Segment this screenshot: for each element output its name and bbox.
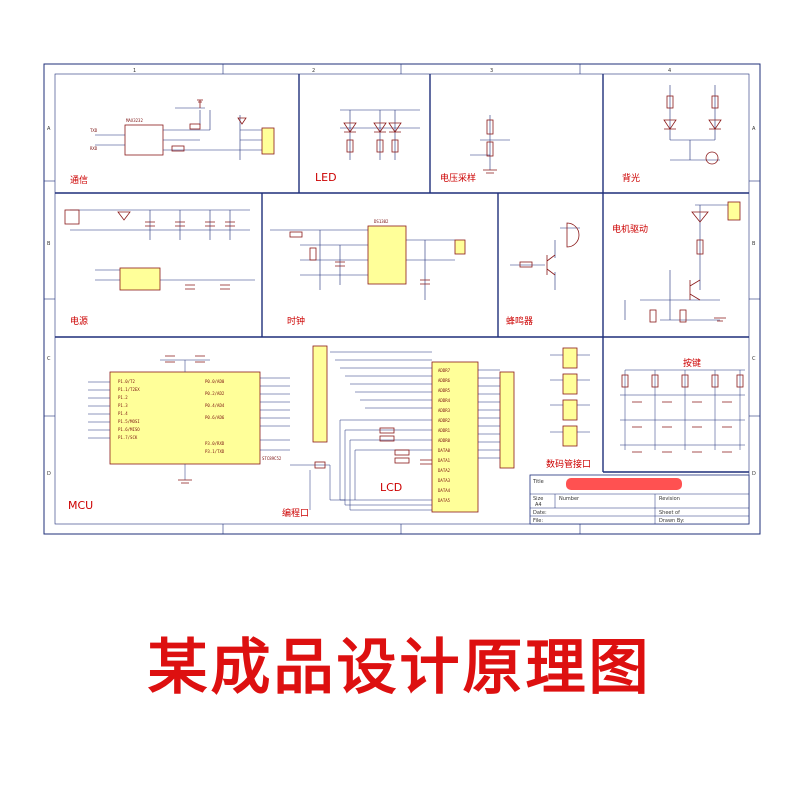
grid-ticks — [44, 64, 760, 534]
grid-side-b: B — [47, 241, 51, 247]
svg-text:ADDR3: ADDR3 — [438, 408, 451, 413]
tb-number-label: Number — [559, 496, 580, 502]
lcd-connector — [499, 371, 515, 469]
svg-text:DATA2: DATA2 — [438, 468, 451, 473]
block-buzzer: 蜂鸣器 — [506, 222, 580, 327]
digit-header-2 — [562, 373, 578, 395]
svg-text:P1.7/SCK: P1.7/SCK — [118, 435, 138, 440]
svg-text:RXD: RXD — [90, 146, 98, 151]
tb-date-label: Date: — [533, 510, 547, 516]
backlight-label: 背光 — [622, 172, 640, 184]
title-redaction — [566, 478, 682, 490]
svg-text:P0.4/AD4: P0.4/AD4 — [205, 403, 225, 408]
svg-text:ADDR7: ADDR7 — [438, 368, 451, 373]
grid-side-d-right: D — [752, 471, 756, 477]
tb-sheet-label: Sheet of — [659, 510, 680, 516]
digit-header-1 — [562, 347, 578, 369]
tb-size-value: A4 — [535, 502, 542, 508]
power-label: 电源 — [70, 315, 88, 327]
block-clock: DS1302 时钟 — [270, 219, 466, 327]
tb-file-label: File: — [533, 518, 543, 524]
svg-text:P1.1/T2EX: P1.1/T2EX — [118, 387, 140, 392]
buzzer-label: 蜂鸣器 — [506, 315, 533, 327]
svg-text:DATA1: DATA1 — [438, 458, 451, 463]
svg-text:P1.2: P1.2 — [118, 395, 128, 400]
block-motor: 电机驱动 — [612, 201, 741, 323]
svg-text:DATA0: DATA0 — [438, 448, 451, 453]
block-led: LED — [315, 109, 420, 184]
svg-text:P1.3: P1.3 — [118, 403, 128, 408]
svg-text:DATA4: DATA4 — [438, 488, 451, 493]
svg-text:ADDR4: ADDR4 — [438, 398, 451, 403]
program-port-label: 编程口 — [282, 507, 309, 519]
comm-label: 通信 — [70, 174, 88, 186]
svg-text:ADDR5: ADDR5 — [438, 388, 451, 393]
svg-text:MAX3232: MAX3232 — [126, 118, 143, 123]
svg-text:P1.0/T2: P1.0/T2 — [118, 379, 135, 384]
block-comm: MAX3232 TXD RXD 通信 — [70, 99, 275, 186]
grid-side-a: A — [47, 126, 51, 132]
digit-port-label: 数码管接口 — [546, 458, 591, 470]
clock-battery — [454, 239, 466, 255]
svg-text:P3.1/TXD: P3.1/TXD — [205, 449, 225, 454]
block-backlight: 背光 — [622, 85, 722, 184]
voltage-label: 电压采样 — [440, 172, 476, 184]
block-power: 电源 — [64, 209, 255, 327]
digit-header-4 — [562, 425, 578, 447]
caption-title: 某成品设计原理图 — [147, 633, 652, 703]
motor-label: 电机驱动 — [612, 223, 648, 235]
svg-text:P0.6/AD6: P0.6/AD6 — [205, 415, 225, 420]
svg-text:P1.5/MOSI: P1.5/MOSI — [118, 419, 140, 424]
svg-text:P1.4: P1.4 — [118, 411, 128, 416]
svg-text:ADDR2: ADDR2 — [438, 418, 451, 423]
svg-text:ADDR6: ADDR6 — [438, 378, 451, 383]
block-program-port: 编程口 — [282, 345, 345, 519]
grid-top-3: 3 — [490, 68, 493, 74]
svg-text:ADDR0: ADDR0 — [438, 438, 451, 443]
motor-connector — [727, 201, 741, 221]
lcd-chip — [431, 361, 479, 513]
svg-text:DATA3: DATA3 — [438, 478, 451, 483]
digit-header-3 — [562, 399, 578, 421]
block-dividers — [55, 74, 749, 473]
grid-side-b-right: B — [752, 241, 756, 247]
grid-side-c: C — [47, 356, 51, 362]
led-label: LED — [315, 171, 337, 184]
svg-text:STC89C52: STC89C52 — [262, 456, 282, 461]
grid-top-1: 1 — [133, 68, 136, 74]
block-keys: 按键 — [620, 357, 745, 453]
svg-text:DS1302: DS1302 — [374, 219, 389, 224]
grid-side-d: D — [47, 471, 51, 477]
svg-text:DATA5: DATA5 — [438, 498, 451, 503]
title-block: Title Size A4 Number Revision Date: Shee… — [529, 474, 750, 525]
svg-text:P1.6/MISO: P1.6/MISO — [118, 427, 140, 432]
tb-drawn-label: Drawn By: — [659, 518, 685, 524]
svg-text:ADDR1: ADDR1 — [438, 428, 451, 433]
tb-size-label: Size — [533, 496, 543, 502]
mcu-chip — [109, 371, 261, 465]
tb-revision-label: Revision — [659, 496, 680, 502]
power-regulator — [119, 267, 161, 291]
clock-label: 时钟 — [287, 315, 305, 327]
svg-text:TXD: TXD — [90, 128, 98, 133]
tb-title-label: Title — [532, 479, 544, 485]
clock-chip — [367, 225, 407, 285]
svg-text:P0.2/AD2: P0.2/AD2 — [205, 391, 225, 396]
lcd-label: LCD — [380, 481, 402, 494]
mcu-label: MCU — [68, 499, 93, 512]
keys-label: 按键 — [683, 357, 701, 369]
block-voltage: 电压采样 — [440, 115, 510, 184]
grid-top-2: 2 — [312, 68, 315, 74]
comm-connector — [261, 127, 275, 155]
grid-side-c-right: C — [752, 356, 756, 362]
grid-top-4: 4 — [668, 68, 671, 74]
block-digit-port: 数码管接口 — [546, 347, 591, 470]
grid-side-a-right: A — [752, 126, 756, 132]
program-connector — [312, 345, 328, 443]
svg-text:P0.0/AD0: P0.0/AD0 — [205, 379, 225, 384]
svg-text:P3.0/RXD: P3.0/RXD — [205, 441, 225, 446]
